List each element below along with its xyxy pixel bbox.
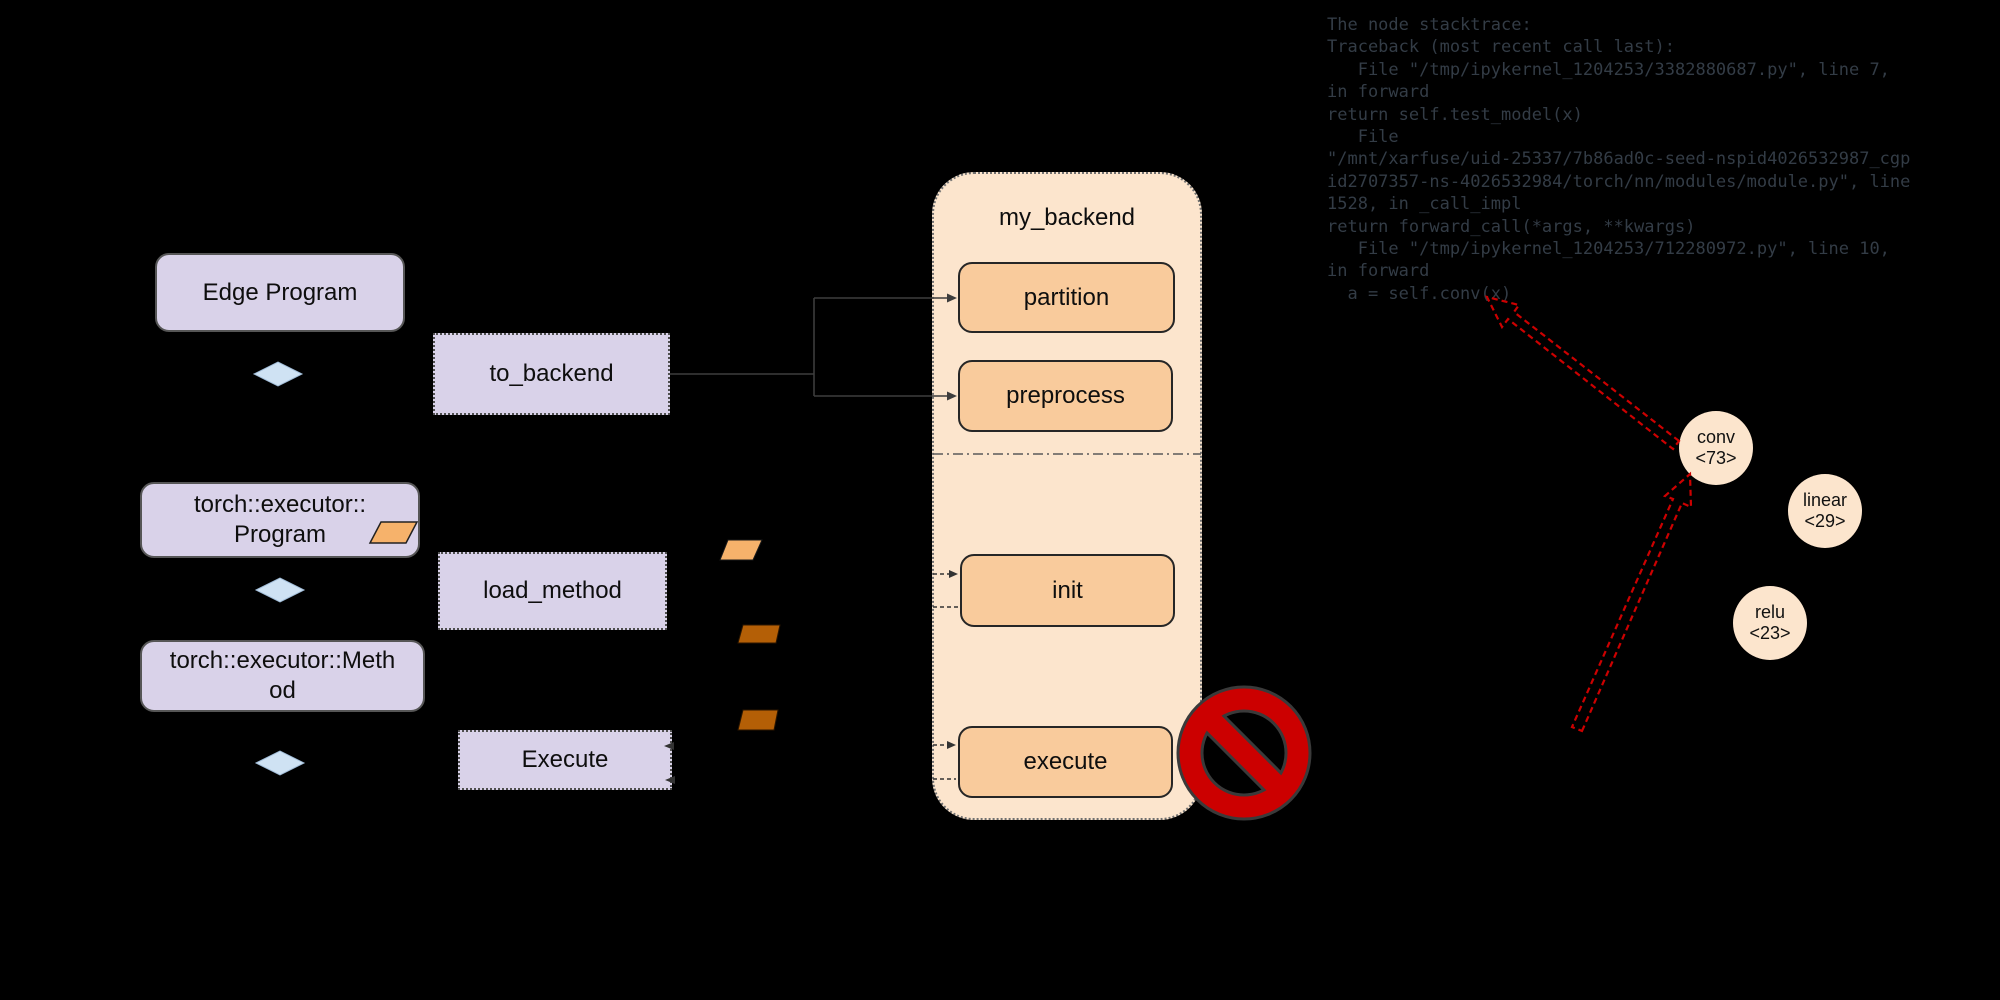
graph-node-conv: conv <73> xyxy=(1679,411,1753,485)
flow-diamond-icon-3 xyxy=(254,750,306,776)
node-conv-name: conv xyxy=(1696,427,1736,447)
data-parallelogram-dark2-icon xyxy=(737,709,779,731)
node-relu-name: relu xyxy=(1754,602,1785,622)
data-parallelogram-dark1-icon xyxy=(737,624,781,644)
my-backend-title: my_backend xyxy=(998,204,1136,231)
data-parallelogram-light-icon xyxy=(719,539,763,561)
preprocess-stage-box: preprocess xyxy=(958,360,1173,432)
node-relu-id: <23> xyxy=(1749,623,1791,643)
stacktrace-arrow-bottom-to-conv-icon xyxy=(1570,471,1693,733)
flow-diamond-icon-2 xyxy=(254,577,306,603)
graph-node-linear: linear <29> xyxy=(1788,474,1862,548)
torch-executor-method-box: torch::executor::Meth od xyxy=(140,640,425,712)
to-backend-box: to_backend xyxy=(433,333,670,415)
node-conv-id: <73> xyxy=(1695,448,1737,468)
method-label-line2: od xyxy=(269,677,296,704)
method-label-line1: torch::executor::Meth xyxy=(169,647,396,674)
node-stacktrace-text: The node stacktrace: Traceback (most rec… xyxy=(1327,15,1911,304)
flow-diamond-icon-1 xyxy=(252,361,304,387)
program-label-line1: torch::executor:: xyxy=(193,491,367,518)
execute-box: Execute xyxy=(458,730,672,790)
prohibited-ring-outline xyxy=(1176,685,1312,821)
graph-node-relu: relu <23> xyxy=(1733,586,1807,660)
node-linear-name: linear xyxy=(1802,490,1848,510)
torch-executor-program-box: torch::executor:: Program xyxy=(140,482,420,558)
edge-program-box: Edge Program xyxy=(155,253,405,332)
prohibited-slash xyxy=(1197,706,1291,800)
prohibited-ring xyxy=(1179,688,1309,818)
partition-stage-box: partition xyxy=(958,262,1175,333)
prohibited-slash-outline xyxy=(1195,704,1293,802)
prohibited-icon xyxy=(1176,685,1312,821)
load-method-box: load_method xyxy=(438,552,667,630)
node-linear-id: <29> xyxy=(1804,511,1846,531)
stacktrace-arrow-conv-to-text-icon xyxy=(1484,295,1681,451)
program-label-line2: Program xyxy=(233,521,327,548)
execute-stage-box: execute xyxy=(958,726,1173,798)
init-stage-box: init xyxy=(960,554,1175,627)
